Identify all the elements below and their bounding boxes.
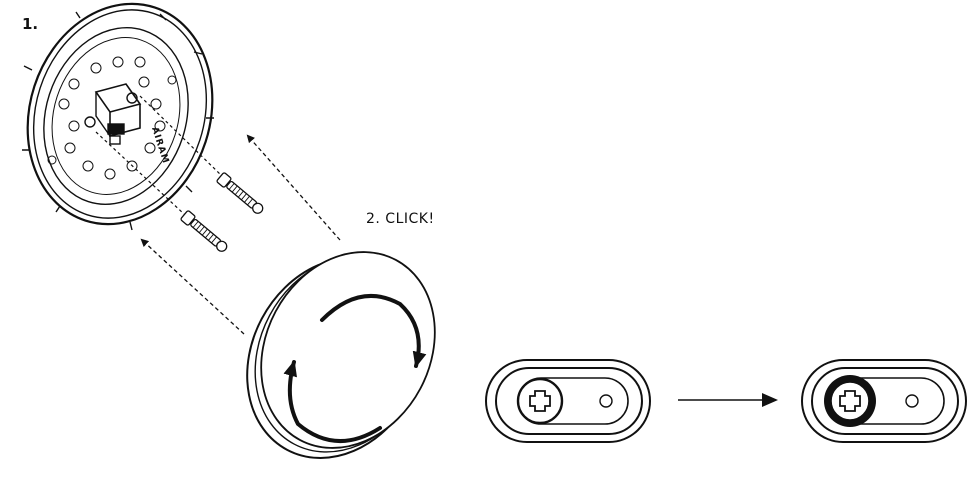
screw-guides — [95, 95, 223, 215]
keyhole-slot-after — [801, 359, 967, 443]
screw-icon — [180, 172, 264, 252]
assembly-arrows — [140, 134, 341, 335]
rotate-arrows-icon — [283, 294, 427, 443]
mounting-plate: AIRAM — [22, 2, 214, 231]
screw-head-icon — [529, 390, 551, 412]
keyhole-slot-before — [485, 359, 651, 443]
screw-head-icon — [839, 390, 861, 412]
step-1-label: 1. — [22, 15, 38, 33]
step-2-label: 2. CLICK! — [366, 211, 435, 227]
cover-lens-icon — [246, 251, 436, 459]
mounting-holes — [47, 56, 177, 180]
terminal-block — [84, 83, 142, 145]
brand-mark: AIRAM — [149, 126, 170, 165]
